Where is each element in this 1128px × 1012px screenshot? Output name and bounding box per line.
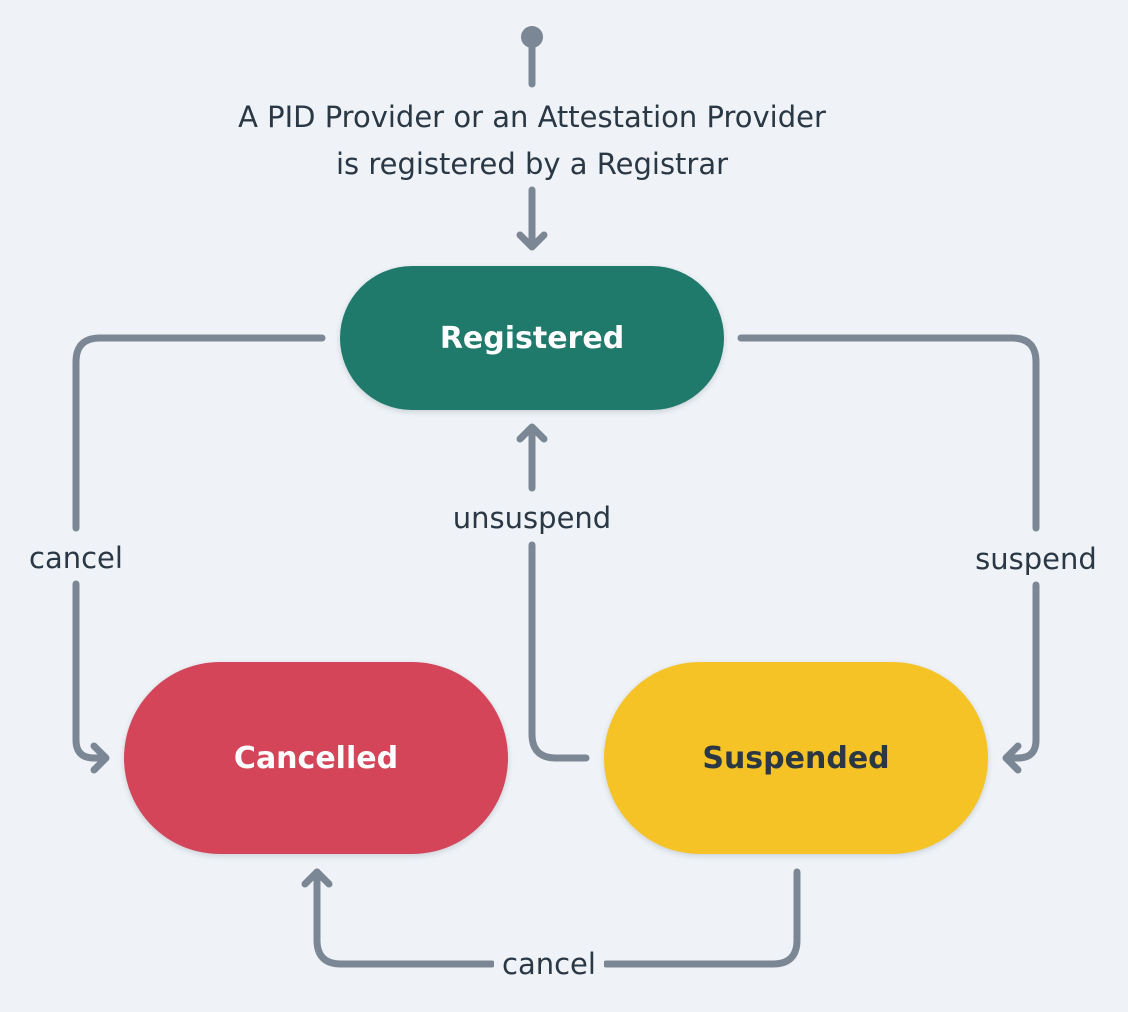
- unsuspend-edge-lower: [528, 541, 590, 762]
- transition-label-cancel-registered: cancel: [18, 538, 134, 578]
- state-suspended-label: Suspended: [702, 740, 890, 776]
- cancel-edge-upper: [72, 334, 326, 532]
- suspend-edge-lower: [1004, 581, 1040, 762]
- transition-label-cancel-suspended: cancel: [494, 944, 604, 984]
- unsuspend-arrowhead: [516, 423, 548, 443]
- cancel-arrowhead-bottom: [301, 868, 333, 888]
- transition-label-unsuspend: unsuspend: [440, 498, 624, 538]
- state-cancelled-label: Cancelled: [233, 740, 399, 776]
- cancel-edge-lower: [72, 580, 108, 762]
- cancel-arrowhead-left: [90, 742, 110, 774]
- state-registered: Registered: [340, 266, 724, 410]
- cancel-edge-bottom-right: [602, 868, 801, 968]
- state-suspended: Suspended: [604, 662, 988, 854]
- cancel-edge-bottom-left: [313, 868, 496, 968]
- transition-label-suspend: suspend: [964, 539, 1108, 579]
- initial-transition-label-line2: is registered by a Registrar: [335, 147, 729, 181]
- state-registered-label: Registered: [439, 320, 625, 356]
- suspend-edge-upper: [737, 334, 1040, 532]
- initial-transition-label: A PID Provider or an Attestation Provide…: [214, 94, 850, 188]
- initial-transition-label-line1: A PID Provider or an Attestation Provide…: [238, 100, 826, 134]
- suspend-arrowhead: [1002, 742, 1022, 774]
- entry-arrowhead: [516, 231, 548, 251]
- state-cancelled: Cancelled: [124, 662, 508, 854]
